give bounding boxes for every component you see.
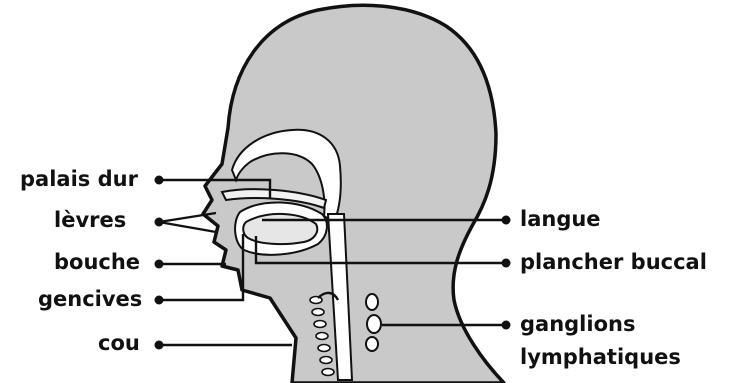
label-bouche: bouche	[54, 250, 140, 274]
label-cou: cou	[98, 331, 140, 355]
label-ganglions: ganglions	[520, 312, 635, 336]
tongue	[243, 214, 317, 244]
label-langue: langue	[520, 207, 601, 231]
label-gencives: gencives	[38, 287, 142, 311]
label-plancher-buccal: plancher buccal	[520, 250, 707, 274]
label-palais-dur: palais dur	[20, 167, 139, 191]
label-levres: lèvres	[54, 208, 126, 232]
label-lymphatiques: lymphatiques	[520, 345, 681, 369]
lymph-nodes	[366, 294, 381, 351]
